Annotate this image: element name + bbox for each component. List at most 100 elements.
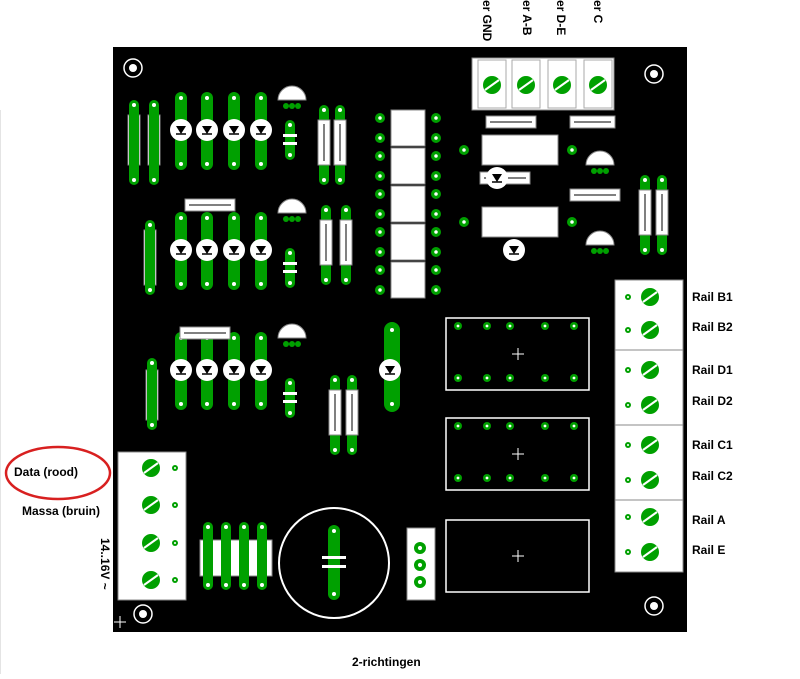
pad-slot	[203, 522, 213, 590]
pad-hole	[434, 192, 438, 196]
pad-hole	[288, 411, 292, 415]
pad-hole	[179, 282, 183, 286]
pad	[603, 168, 609, 174]
pad-hole	[456, 376, 460, 380]
pad-hole	[485, 476, 489, 480]
mount-hole-center	[129, 64, 137, 72]
pad-hole	[508, 476, 512, 480]
pad-hole	[660, 178, 664, 182]
transistor	[585, 230, 615, 246]
pad-hole	[543, 476, 547, 480]
pad-hole	[205, 402, 209, 406]
rail-label-d1: Rail D1	[692, 363, 733, 377]
screw-slot	[484, 79, 500, 91]
pad-hole	[152, 103, 156, 107]
pad-hole	[456, 324, 460, 328]
pad-hole	[288, 381, 292, 385]
connector-cell	[477, 59, 507, 109]
pad-hole	[205, 96, 209, 100]
pad-hole	[232, 402, 236, 406]
pad-hole	[232, 282, 236, 286]
connector-cell	[547, 59, 577, 109]
pad-hole	[485, 424, 489, 428]
diode-symbol	[202, 246, 212, 254]
rail-label-d2: Rail D2	[692, 394, 733, 408]
pad-hole	[626, 443, 630, 447]
rail-label-a: Rail A	[692, 513, 726, 527]
pad	[283, 216, 289, 222]
pad-hole	[259, 162, 263, 166]
pad-hole	[232, 162, 236, 166]
pad-hole	[485, 376, 489, 380]
diode-symbol	[509, 246, 519, 254]
pad-hole	[259, 96, 263, 100]
pad-hole	[338, 108, 342, 112]
pad-hole	[260, 525, 264, 529]
pad-slot	[145, 220, 155, 295]
screw-slot	[143, 537, 159, 549]
ic-body	[390, 185, 426, 223]
pad-hole	[350, 448, 354, 452]
pad-hole	[626, 515, 630, 519]
pad-hole	[378, 192, 382, 196]
diode-symbol	[229, 246, 239, 254]
massa-label: Massa (bruin)	[22, 504, 101, 518]
pad-hole	[643, 248, 647, 252]
pad-slot	[239, 522, 249, 590]
screw-slot	[642, 546, 658, 558]
screw-slot	[143, 499, 159, 511]
capacitor-plate	[322, 556, 346, 559]
pad-hole	[150, 423, 154, 427]
pad-hole	[224, 583, 228, 587]
top-label-c: er C	[591, 0, 605, 24]
pad-hole	[232, 336, 236, 340]
transistor	[277, 198, 307, 214]
pad-slot	[285, 120, 295, 160]
pad-hole	[508, 376, 512, 380]
pad-hole	[260, 583, 264, 587]
pad	[295, 216, 301, 222]
pad-hole	[378, 212, 382, 216]
pad-hole	[333, 378, 337, 382]
pad	[597, 168, 603, 174]
pad	[283, 103, 289, 109]
transistor	[585, 150, 615, 166]
pad-hole	[434, 154, 438, 158]
screw-slot	[642, 364, 658, 376]
capacitor-plate	[322, 565, 346, 568]
pad	[597, 248, 603, 254]
pad-hole	[456, 424, 460, 428]
pad-slot	[147, 358, 157, 430]
pad	[591, 168, 597, 174]
screw-slot	[143, 574, 159, 586]
ic-body	[390, 261, 426, 299]
pad-hole	[660, 248, 664, 252]
electrolytic-capacitor	[481, 206, 559, 238]
pad-hole	[242, 525, 246, 529]
rail-label-e: Rail E	[692, 543, 726, 557]
pad-hole	[434, 116, 438, 120]
caption: 2-richtingen	[352, 655, 421, 669]
pad-slot	[328, 525, 340, 600]
pad-hole	[333, 448, 337, 452]
pad-hole	[150, 361, 154, 365]
screw-slot	[590, 79, 606, 91]
pad	[289, 341, 295, 347]
pad-hole	[434, 250, 438, 254]
capacitor-plate	[283, 400, 297, 403]
pad-hole	[626, 328, 630, 332]
screw-slot	[143, 462, 159, 474]
pad-hole	[626, 368, 630, 372]
ic-body	[390, 109, 426, 147]
pad-hole	[543, 324, 547, 328]
pad-slot	[257, 522, 267, 590]
pad-hole	[572, 424, 576, 428]
pad-hole	[232, 96, 236, 100]
pad-hole	[570, 148, 574, 152]
pad-hole	[173, 578, 177, 582]
ic-body	[390, 223, 426, 261]
pad-hole	[417, 579, 423, 585]
pad-hole	[344, 278, 348, 282]
diode-symbol	[202, 366, 212, 374]
